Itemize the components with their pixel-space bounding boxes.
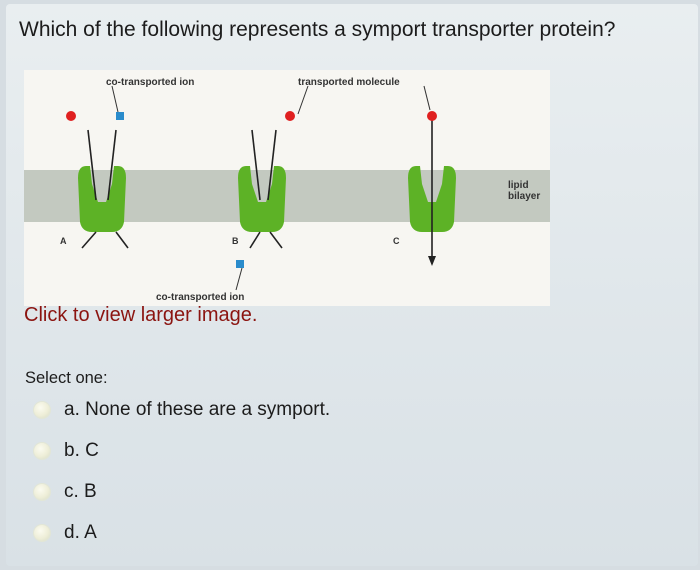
option-c-label: c. B xyxy=(64,481,97,502)
label-co-transported-ion-bottom: co-transported ion xyxy=(156,292,245,303)
label-protein-a: A xyxy=(60,236,67,246)
transporter-diagram xyxy=(24,85,550,291)
label-transported-molecule: transported molecule xyxy=(298,77,400,88)
protein-a xyxy=(78,129,129,249)
transporter-figure[interactable]: co-transported ion transported molecule … xyxy=(24,70,550,306)
option-d[interactable]: d. A xyxy=(34,522,97,544)
option-b[interactable]: b. C xyxy=(34,440,99,462)
option-c[interactable]: c. B xyxy=(34,481,97,503)
label-co-transported-ion-top: co-transported ion xyxy=(106,77,195,88)
molecule-c xyxy=(427,111,437,121)
protein-c xyxy=(408,120,456,266)
protein-b xyxy=(238,129,286,249)
label-protein-b: B xyxy=(232,236,239,246)
label-protein-c: C xyxy=(393,236,400,246)
label-bilayer: bilayer xyxy=(508,191,541,202)
radio-option-b[interactable] xyxy=(34,443,50,459)
option-a[interactable]: a. None of these are a symport. xyxy=(34,399,330,421)
option-b-label: b. C xyxy=(64,440,99,461)
view-larger-image-link[interactable]: Click to view larger image. xyxy=(24,304,258,326)
select-one-prompt: Select one: xyxy=(25,369,108,387)
ion-b xyxy=(236,260,244,268)
radio-option-c[interactable] xyxy=(34,484,50,500)
option-a-label: a. None of these are a symport. xyxy=(64,399,331,420)
molecule-a xyxy=(66,111,76,121)
label-lipid: lipid xyxy=(508,180,529,191)
question-text: Which of the following represents a symp… xyxy=(19,18,616,41)
radio-option-a[interactable] xyxy=(34,402,50,418)
ion-a xyxy=(116,112,124,120)
molecule-b xyxy=(285,111,295,121)
option-d-label: d. A xyxy=(64,522,97,543)
radio-option-d[interactable] xyxy=(34,525,50,541)
